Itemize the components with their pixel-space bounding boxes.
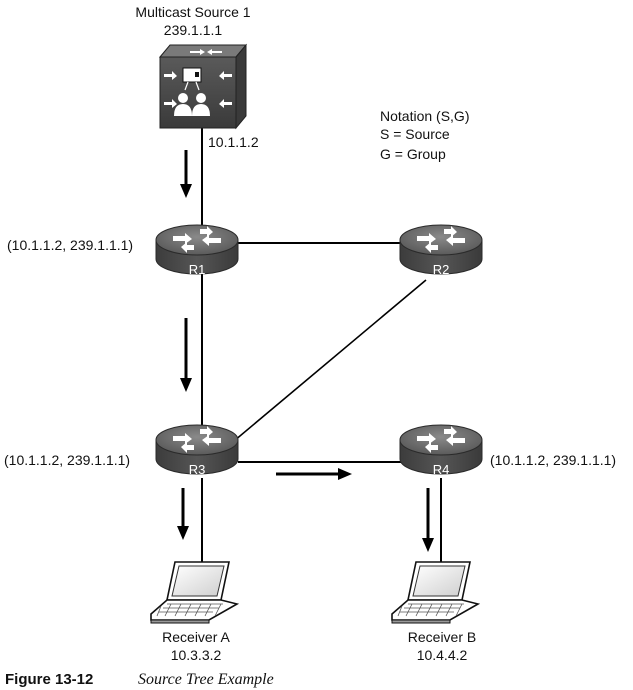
flow-arrow-r3-to-receiver-a: [177, 488, 189, 540]
receiver-ip: 10.3.3.2: [171, 647, 222, 663]
router-label: R1: [189, 262, 206, 277]
multicast-flow-arrows: [177, 150, 434, 552]
notation-source: S = Source: [380, 126, 450, 142]
multicast-source: Multicast Source 1 239.1.1.1: [135, 4, 258, 150]
flow-arrow-r1-to-r3: [180, 318, 192, 392]
links: [201, 126, 442, 562]
receiver-ip: 10.4.4.2: [417, 647, 468, 663]
caption-title: Source Tree Example: [138, 671, 274, 688]
source-title: Multicast Source 1: [135, 4, 250, 20]
router-label: R4: [433, 462, 450, 477]
flow-arrow-r3-to-r4: [276, 468, 352, 480]
receiver-name: Receiver A: [162, 629, 230, 645]
video-server-icon: [158, 43, 248, 130]
router-r4: R4 (10.1.1.2, 239.1.1.1): [399, 424, 616, 477]
source-group: 239.1.1.1: [164, 22, 223, 38]
flow-arrow-r4-to-receiver-b: [422, 488, 434, 552]
router-r3: R3 (10.1.1.2, 239.1.1.1): [4, 424, 239, 477]
figure-caption: Figure 13-12 Source Tree Example: [5, 671, 274, 688]
caption-label: Figure 13-12: [5, 671, 93, 688]
notation-group: G = Group: [380, 146, 446, 162]
laptop-icon: [391, 561, 479, 624]
router-state: (10.1.1.2, 239.1.1.1): [490, 452, 616, 468]
receiver-name: Receiver B: [408, 629, 476, 645]
router-state: (10.1.1.2, 239.1.1.1): [7, 237, 133, 253]
router-label: R3: [189, 462, 206, 477]
laptop-icon: [150, 561, 238, 624]
flow-arrow-source-to-r1: [180, 150, 192, 198]
receiver-b: Receiver B 10.4.4.2: [391, 561, 479, 663]
router-state: (10.1.1.2, 239.1.1.1): [4, 452, 130, 468]
link-r2-r3: [227, 279, 427, 447]
source-ip: 10.1.1.2: [208, 134, 259, 150]
router-r2: R2: [399, 224, 483, 277]
receiver-a: Receiver A 10.3.3.2: [150, 561, 238, 663]
router-label: R2: [433, 262, 450, 277]
notation-title: Notation (S,G): [380, 108, 469, 124]
notation-legend: Notation (S,G) S = Source G = Group: [380, 108, 469, 162]
router-r1: R1 (10.1.1.2, 239.1.1.1): [7, 224, 239, 277]
